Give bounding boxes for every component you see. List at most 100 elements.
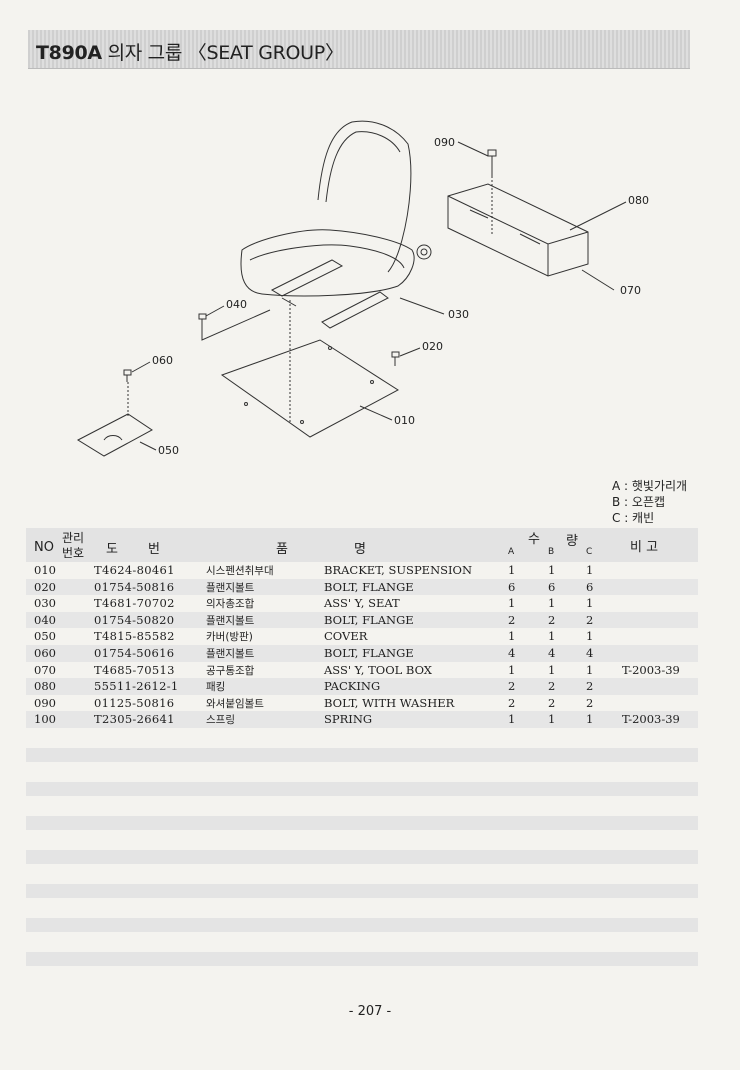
faded-row: [26, 748, 698, 762]
qty-a: 2: [508, 679, 516, 694]
part-name-en: BOLT, FLANGE: [324, 579, 414, 594]
item-number: 100: [34, 712, 56, 727]
part-name-kr: 의자총조합: [206, 598, 255, 611]
part-name-kr: 와셔붙임볼트: [206, 697, 264, 710]
callout-040: 040: [226, 298, 247, 311]
legend-item-c: C : 캐빈: [612, 511, 655, 525]
part-name-kr: 플랜지볼트: [206, 647, 255, 660]
part-name-en: COVER: [324, 629, 368, 644]
model-name: T890A: [36, 42, 102, 64]
part-name-en: BOLT, FLANGE: [324, 645, 414, 660]
part-name-en: PACKING: [324, 679, 381, 694]
part-name-kr: 스프링: [206, 714, 235, 727]
callout-050: 050: [158, 444, 179, 457]
qty-b: 2: [548, 679, 556, 694]
part-number: T4815-85582: [94, 629, 175, 644]
qty-b: 6: [548, 579, 556, 594]
faded-row: [26, 952, 698, 966]
qty-a: 6: [508, 579, 516, 594]
item-number: 060: [34, 645, 56, 660]
part-name-en: BOLT, FLANGE: [324, 612, 414, 627]
header-drawing-2: 번: [148, 542, 160, 557]
callout-060: 060: [152, 354, 173, 367]
qty-c: 1: [586, 563, 594, 577]
legend-item-b: B : 오픈캡: [612, 495, 666, 509]
qty-a: 2: [508, 695, 516, 710]
qty-c: 2: [586, 695, 594, 710]
qty-c: 1: [586, 629, 594, 644]
table-header: NO 관리 번호 도 번 품 명 수 량 A B C 비 고: [26, 528, 698, 562]
faded-row: [26, 816, 698, 830]
callout-080: 080: [628, 194, 649, 207]
header-mgmt-bottom: 번호: [62, 546, 85, 560]
qty-b: 1: [548, 596, 556, 611]
header-bar: [28, 30, 690, 69]
part-name-kr: 플랜지볼트: [206, 581, 255, 594]
part-name-kr: 카버(방판): [206, 631, 253, 644]
qty-c: 1: [586, 712, 594, 727]
part-number: T4681-70702: [94, 596, 175, 611]
item-number: 040: [34, 612, 56, 627]
part-number: T2305-26641: [94, 712, 175, 727]
part-number: 55511-2612-1: [94, 679, 179, 694]
header-qty-1: 수: [528, 532, 540, 547]
part-number: 01754-50820: [94, 612, 175, 627]
header-c: C: [586, 547, 593, 557]
variant-legend: A : 햇빛가리개 B : 오픈캡 C : 캐빈: [612, 478, 687, 526]
part-name-kr: 플랜지볼트: [206, 614, 255, 627]
page-number: - 207 -: [348, 1004, 392, 1019]
qty-b: 1: [548, 629, 556, 644]
qty-b: 2: [548, 695, 556, 710]
part-name-kr: 패킹: [206, 681, 226, 694]
table-row: 050 T4815-85582 카버(방판) COVER 1 1 1: [26, 628, 698, 645]
header-qty-2: 량: [566, 534, 578, 549]
item-number: 090: [34, 695, 56, 710]
qty-a: 1: [508, 712, 516, 727]
qty-a: 1: [508, 629, 516, 644]
item-number: 080: [34, 679, 56, 694]
qty-c: 1: [586, 662, 594, 677]
qty-b: 1: [548, 662, 556, 677]
item-number: 030: [34, 596, 56, 611]
qty-a: 1: [508, 662, 516, 677]
part-name-en: BOLT, WITH WASHER: [324, 695, 455, 710]
faded-row: [26, 884, 698, 898]
group-title: 의자 그룹 〈SEAT GROUP〉: [101, 42, 344, 64]
qty-b: 1: [548, 712, 556, 727]
callout-070: 070: [620, 284, 641, 297]
header-a: A: [508, 547, 515, 557]
callout-030: 030: [448, 308, 469, 321]
page-title: T890A 의자 그룹 〈SEAT GROUP〉: [36, 38, 344, 65]
faded-row: [26, 850, 698, 864]
part-number: 01754-50616: [94, 645, 175, 660]
part-name-en: BRACKET, SUSPENSION: [324, 563, 473, 577]
remark: T-2003-39: [622, 662, 680, 677]
header-no: NO: [34, 540, 54, 555]
seat-exploded-diagram: 090 080 070 030 040 020 060 010 050: [76, 120, 649, 457]
item-number: 070: [34, 662, 56, 677]
part-number: 01754-50816: [94, 579, 175, 594]
item-number: 020: [34, 579, 56, 594]
item-number: 050: [34, 629, 56, 644]
callout-020: 020: [422, 340, 443, 353]
legend-item-a: A : 햇빛가리개: [612, 479, 688, 493]
qty-a: 1: [508, 596, 516, 611]
header-name-2: 명: [354, 542, 366, 557]
remark: T-2003-39: [622, 712, 680, 727]
header-name-1: 품: [276, 542, 288, 557]
part-name-en: SPRING: [324, 712, 373, 727]
table-row: 100 T2305-26641 스프링 SPRING 1 1 1 T-2003-39: [26, 711, 698, 728]
qty-c: 2: [586, 612, 594, 627]
callout-090: 090: [434, 136, 455, 149]
part-name-en: ASS' Y, SEAT: [324, 596, 400, 611]
qty-b: 2: [548, 612, 556, 627]
item-number: 010: [34, 563, 56, 577]
